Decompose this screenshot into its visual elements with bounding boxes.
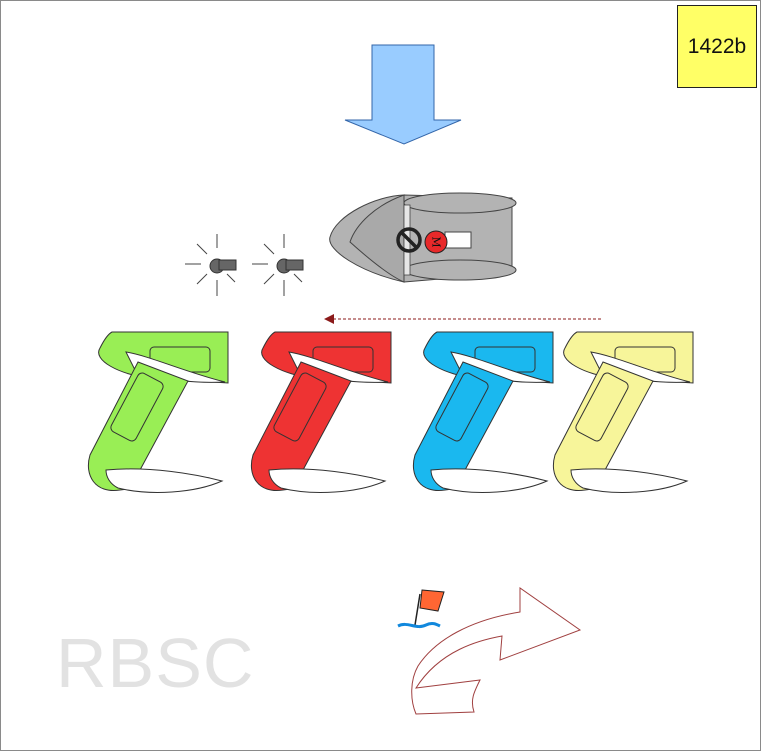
wind-arrow [344, 44, 462, 145]
no-entry-icon [396, 227, 422, 253]
scenario-label: 1422b [677, 5, 757, 88]
course-arrow [411, 587, 582, 715]
flag-icon [397, 589, 445, 629]
boat-yellow [552, 331, 694, 493]
committee-mark-label: M [430, 236, 443, 247]
whistle-icon [185, 234, 237, 296]
boat-red [250, 331, 392, 493]
whistle-icon [252, 234, 304, 296]
watermark: RBSC [56, 624, 255, 702]
boat-green [87, 331, 229, 493]
boat-blue [412, 331, 554, 493]
m-disc [424, 230, 448, 254]
committee-boat: M [329, 192, 517, 283]
